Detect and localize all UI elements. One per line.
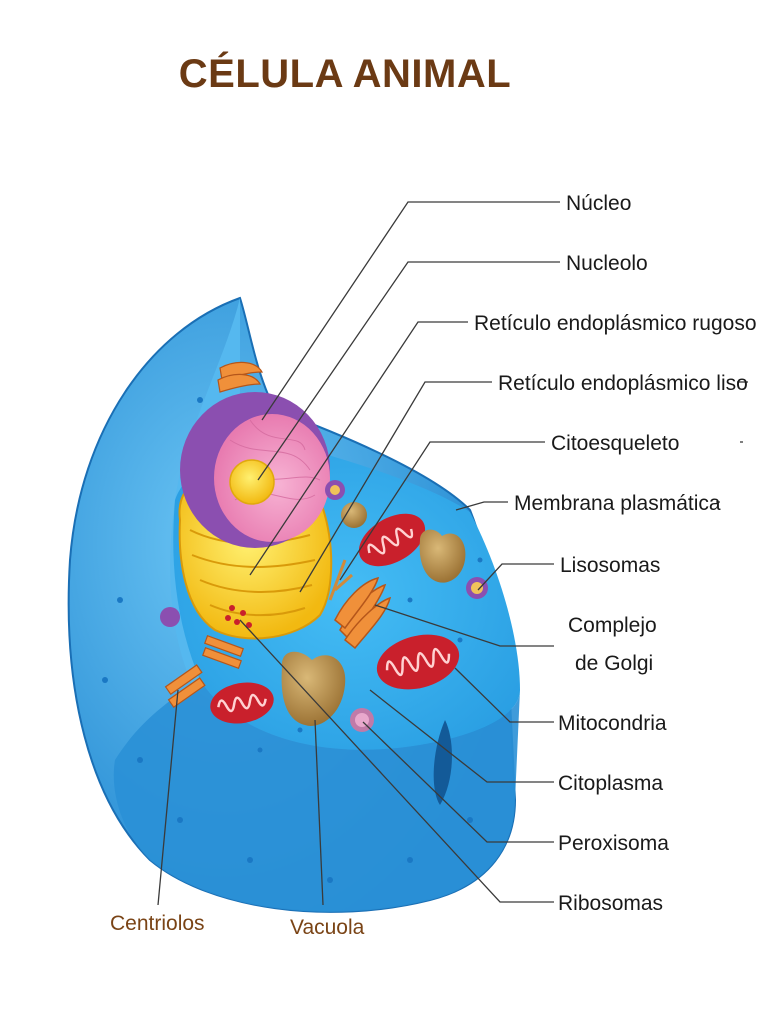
label-centriolos: Centriolos — [110, 912, 205, 935]
label-nucleolo: Nucleolo — [566, 252, 648, 275]
label-citoplasma: Citoplasma — [558, 772, 663, 795]
label-ribosomas: Ribosomas — [558, 892, 663, 915]
membrane-fold — [433, 720, 452, 805]
label-lisosomas: Lisosomas — [560, 554, 660, 577]
golgi-small — [217, 361, 264, 393]
golgi-complex — [334, 576, 392, 650]
label-citoesqueleto: Citoesqueleto — [551, 432, 679, 455]
label-vacuola: Vacuola — [290, 916, 365, 939]
diagram-title: CÉLULA ANIMAL — [178, 52, 512, 96]
leader-lines — [157, 201, 748, 906]
label-rer: Retículo endoplásmico rugoso — [474, 312, 757, 335]
label-golgi-1: Complejo — [568, 614, 657, 637]
label-rel: Retículo endoplásmico liso — [498, 372, 748, 395]
mitochondria — [210, 513, 460, 724]
cytoskeleton — [328, 559, 353, 601]
vacuole — [281, 651, 346, 726]
label-peroxisoma: Peroxisoma — [558, 832, 669, 855]
nucleolus — [229, 459, 275, 505]
lysosome-3 — [160, 607, 180, 627]
label-membrana: Membrana plasmática — [514, 492, 721, 515]
label-golgi-2: de Golgi — [575, 652, 653, 675]
ribosomes — [225, 605, 252, 628]
vesicle — [341, 502, 367, 528]
label-nucleo: Núcleo — [566, 192, 631, 215]
label-mitocondria: Mitocondria — [558, 712, 667, 735]
vacuole-small — [419, 529, 466, 583]
cell-lower-rim — [113, 680, 521, 912]
